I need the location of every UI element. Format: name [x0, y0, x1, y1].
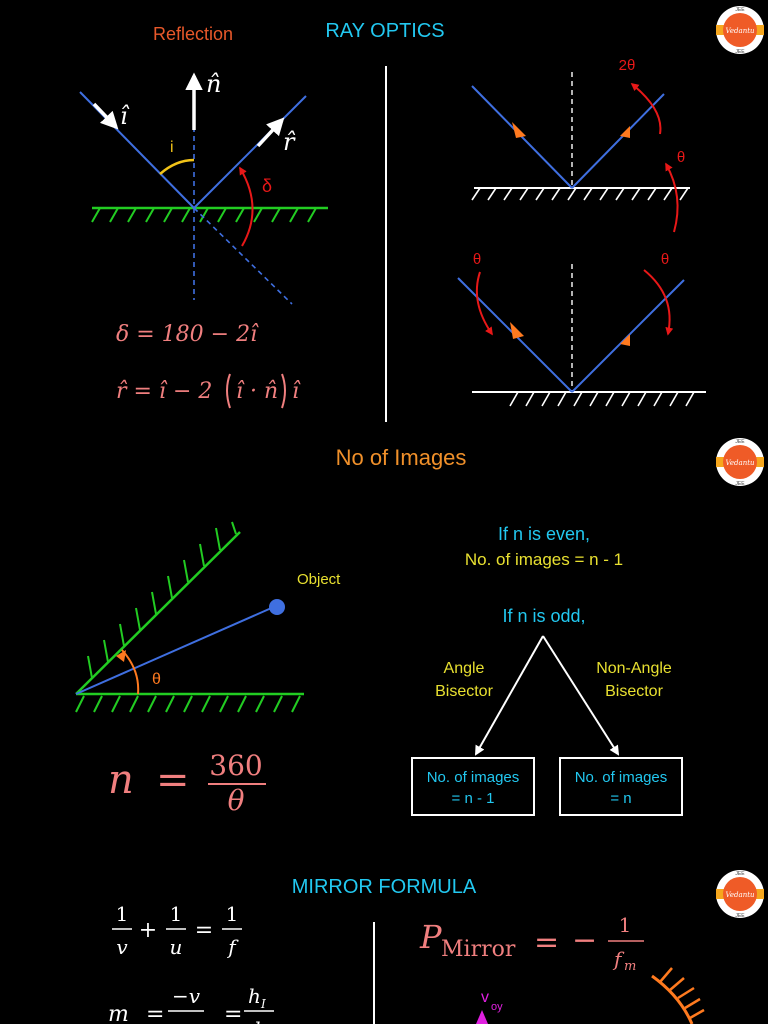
magnification-equation: m = −v u = h I h — [108, 984, 274, 1024]
angle-i-arc — [159, 158, 195, 175]
box-non-angle-bisector — [559, 757, 683, 816]
svg-text:−: − — [572, 923, 597, 958]
mirror-f1-den: v — [116, 935, 128, 959]
normal-symbol: n̂ — [206, 70, 221, 98]
vedantu-logo-1: JEE Vedantu JEE — [716, 6, 764, 55]
reflected-symbol: r̂ — [283, 128, 296, 156]
reflected-formula-rhs: î — [292, 379, 301, 404]
incident-unit-arrow — [92, 102, 119, 130]
angle-i-label: i — [170, 139, 174, 156]
box2-line1: No. of images — [575, 769, 668, 786]
power-subscript: Mirror — [441, 937, 516, 962]
label-2theta: 2θ — [619, 57, 636, 74]
images-title: No of Images — [336, 445, 467, 470]
angle-delta-arc — [239, 166, 254, 247]
logo-top: JEE — [735, 871, 745, 877]
magnification-num2: h — [248, 984, 261, 1008]
formula-numerator: 360 — [209, 749, 262, 782]
svg-text:=: = — [534, 925, 559, 960]
reflected-unit-arrow — [256, 117, 285, 148]
logo-bottom: JEE — [735, 913, 745, 919]
non-angle-bisector-label-1: Non-Angle — [596, 660, 672, 677]
curved-mirror-partial — [651, 967, 705, 1024]
svg-text:=: = — [224, 1002, 242, 1024]
box1-line1: No. of images — [427, 769, 520, 786]
non-angle-bisector-label-2: Bisector — [605, 683, 663, 700]
reflected-vector-formula: r̂ = î − 2 î · n̂ î — [116, 373, 301, 409]
power-den-sub: m — [624, 959, 636, 974]
vedantu-logo-2: JEE Vedantu JEE — [716, 438, 764, 487]
box2-line2: = n — [610, 790, 631, 807]
even-line1: If n is even, — [498, 524, 590, 544]
box1-line2: = n - 1 — [452, 790, 495, 807]
label-theta-top: θ — [677, 149, 685, 166]
label-theta-left: θ — [473, 251, 481, 268]
reflection-label: Reflection — [153, 24, 233, 44]
magnification-num: −v — [172, 984, 201, 1008]
svg-text:=: = — [156, 757, 190, 803]
magnification-num2-sub: I — [260, 997, 266, 1011]
angle-bisector-label-1: Angle — [444, 660, 485, 677]
inclined-mirrors — [75, 521, 304, 713]
mirror-f3-num: 1 — [226, 902, 239, 926]
formula-denominator: θ — [228, 784, 245, 817]
logo-name: Vedantu — [725, 891, 755, 899]
mirror-f3-den: f — [226, 935, 239, 959]
odd-line: If n is odd, — [502, 606, 585, 626]
plane-mirror-left — [91, 206, 328, 223]
power-symbol: P — [419, 918, 442, 956]
angle-theta-label: θ — [152, 671, 161, 688]
label-theta-right: θ — [661, 251, 669, 268]
svg-text:+: + — [139, 918, 157, 943]
object-point — [269, 599, 285, 615]
magnification-den: u — [180, 1017, 193, 1024]
rotating-mirror-diagram-bottom — [457, 264, 706, 407]
extended-ray-dashed — [193, 207, 293, 305]
formula-n: n — [108, 757, 134, 803]
magnification-m: m — [108, 1002, 129, 1024]
logo-bottom: JEE — [735, 481, 745, 487]
magnification-den2: h — [254, 1017, 267, 1024]
reflected-ray — [193, 95, 307, 209]
mirror-formula-title: MIRROR FORMULA — [292, 876, 477, 898]
voy-arrow — [476, 1010, 488, 1024]
mirror-f1-num: 1 — [116, 902, 129, 926]
logo-name: Vedantu — [725, 459, 755, 467]
box-angle-bisector — [411, 757, 535, 816]
number-of-images-formula: n = 360 θ — [108, 749, 266, 817]
svg-text:=: = — [195, 918, 213, 943]
angle-bisector-label-2: Bisector — [435, 683, 493, 700]
logo-top: JEE — [735, 439, 745, 445]
voy-label: v — [481, 989, 489, 1006]
reflected-formula-lhs: r̂ = î − 2 — [116, 379, 212, 404]
ray-optics-title: RAY OPTICS — [325, 20, 444, 42]
svg-text:=: = — [146, 1002, 164, 1024]
odd-branch-arrows — [475, 635, 620, 756]
logo-top: JEE — [735, 7, 745, 13]
mirror-f2-den: u — [170, 935, 183, 959]
angle-delta-label: δ — [262, 176, 272, 196]
voy-sub: oy — [491, 1001, 503, 1013]
mirror-power-equation: P Mirror = − 1 f m — [419, 913, 644, 974]
logo-bottom: JEE — [735, 49, 745, 55]
even-line2: No. of images = n - 1 — [465, 550, 623, 569]
mirror-f2-num: 1 — [170, 902, 183, 926]
deviation-formula: δ = 180 − 2î — [116, 322, 259, 347]
power-num: 1 — [619, 913, 632, 937]
reflected-formula-paren: î · n̂ — [236, 379, 278, 404]
incident-symbol: î — [120, 102, 130, 130]
mirror-equation: 1 v + 1 u = 1 f — [112, 902, 242, 959]
object-label: Object — [297, 571, 341, 588]
logo-name: Vedantu — [725, 27, 755, 35]
vedantu-logo-3: JEE Vedantu JEE — [716, 870, 764, 919]
rotating-mirror-diagram-top — [471, 72, 690, 233]
